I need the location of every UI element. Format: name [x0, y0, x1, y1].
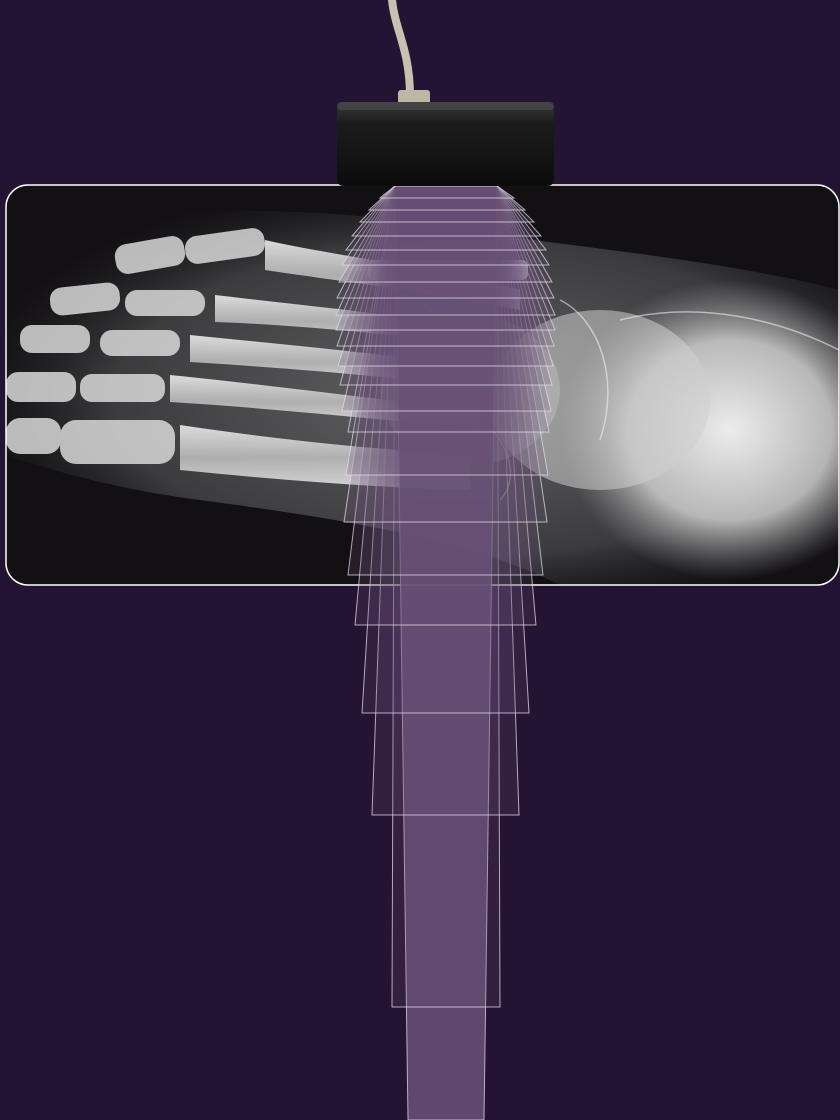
- transducer-body: [337, 102, 554, 186]
- ultrasound-probe-icon: [337, 102, 554, 186]
- cable-strain-relief: [398, 90, 430, 104]
- ultrasound-beam: [336, 186, 555, 1120]
- cable-icon: [392, 0, 410, 96]
- transducer-top-highlight: [337, 102, 554, 110]
- beam-layer: [380, 186, 514, 198]
